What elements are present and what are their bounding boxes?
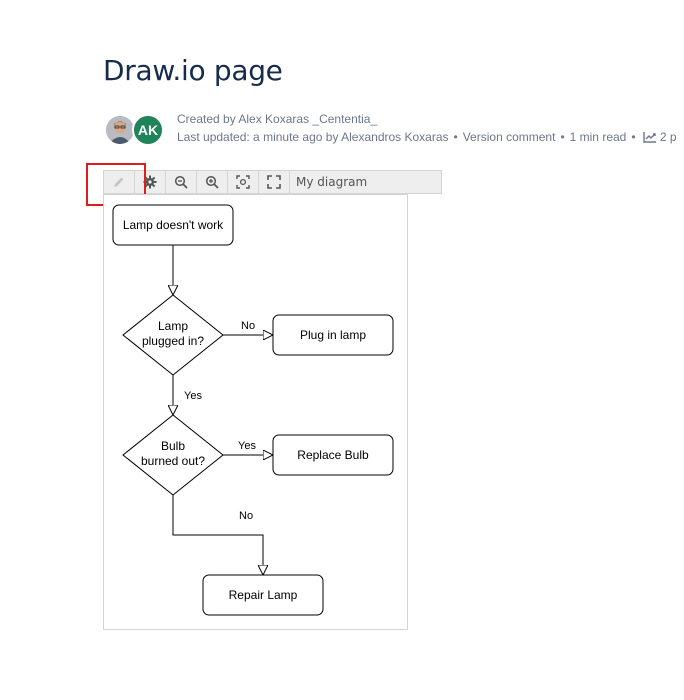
version-comment-link[interactable]: Version comment — [462, 130, 556, 144]
page-meta-line: Last updated: a minute ago by Alexandros… — [177, 130, 677, 146]
person-icon — [106, 116, 134, 144]
zoom-out-button[interactable] — [166, 171, 197, 193]
fit-view-icon — [236, 175, 250, 189]
node-label: Lamp — [158, 319, 188, 333]
node-plug-in-lamp[interactable]: Plug in lamp — [272, 314, 394, 356]
separator-dot: • — [560, 130, 565, 144]
author-avatar-initials[interactable]: AK — [132, 114, 164, 146]
node-repair-lamp[interactable]: Repair Lamp — [202, 574, 324, 616]
node-label: Bulb — [161, 439, 185, 453]
edit-diagram-button[interactable] — [104, 171, 135, 193]
diagram-name: My diagram — [296, 175, 368, 189]
fullscreen-icon — [267, 175, 281, 189]
zoom-in-icon — [205, 175, 219, 189]
separator-dot: • — [631, 130, 636, 144]
page-views[interactable]: 2 p — [659, 130, 677, 144]
zoom-out-icon — [174, 175, 188, 189]
node-label: plugged in? — [142, 334, 204, 348]
node-label: burned out? — [141, 454, 205, 468]
node-label: Plug in lamp — [300, 328, 366, 342]
edge-q2-no — [172, 495, 263, 574]
node-label: Replace Bulb — [297, 448, 369, 462]
author-avatar-photo[interactable] — [104, 114, 136, 146]
byline: AK Created by Alex Koxaras _Cententia_ L… — [104, 112, 684, 152]
edge-label-yes: Yes — [238, 440, 256, 452]
separator-dot: • — [453, 130, 458, 144]
node-replace-bulb[interactable]: Replace Bulb — [272, 434, 394, 476]
diagram-canvas[interactable]: Lamp doesn't work Lamp plugged in? Plug … — [103, 194, 408, 630]
diagram-toolbar: My diagram — [103, 170, 442, 194]
flowchart: Lamp doesn't work Lamp plugged in? Plug … — [112, 204, 394, 616]
fit-diagram-button[interactable] — [228, 171, 259, 193]
node-bulb-burned-out[interactable]: Bulb burned out? — [122, 414, 224, 496]
node-lamp-doesnt-work[interactable]: Lamp doesn't work — [112, 204, 234, 246]
edge-label-no: No — [239, 510, 253, 522]
edge-label-yes: Yes — [184, 390, 202, 402]
last-updated-link[interactable]: Last updated: a minute ago by Alexandros… — [177, 130, 449, 144]
pencil-icon — [114, 177, 124, 187]
node-lamp-plugged-in[interactable]: Lamp plugged in? — [122, 294, 224, 376]
analytics-trend-icon[interactable] — [642, 131, 657, 146]
node-label: Repair Lamp — [229, 588, 298, 602]
zoom-in-button[interactable] — [197, 171, 228, 193]
page-title: Draw.io page — [103, 54, 283, 87]
created-by-text: Created by Alex Koxaras _Cententia_ — [177, 112, 378, 126]
node-label: Lamp doesn't work — [123, 218, 224, 232]
read-time: 1 min read — [569, 130, 627, 144]
fullscreen-button[interactable] — [259, 171, 290, 193]
edge-label-no: No — [241, 320, 255, 332]
